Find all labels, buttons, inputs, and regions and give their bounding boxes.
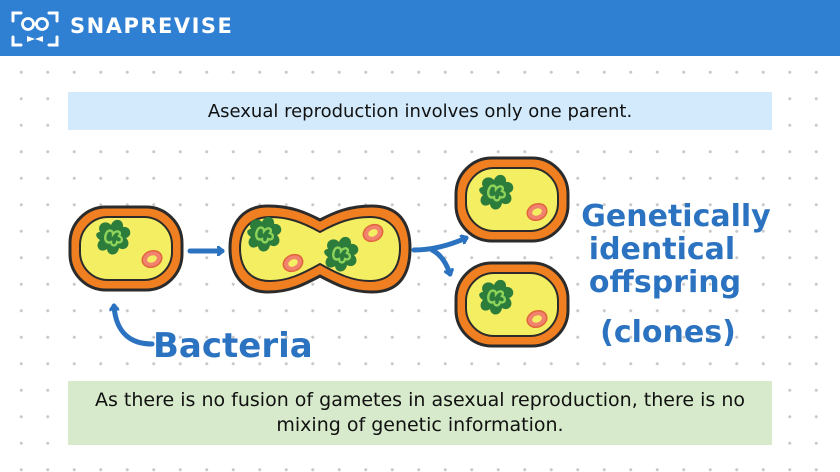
top-banner-text: Asexual reproduction involves only one p… [207,100,633,122]
bacterium-cell-1 [68,205,184,292]
bottom-banner-text: As there is no fusion of gametes in asex… [95,389,745,436]
offspring-line-1: Genetically [581,199,771,234]
bottom-banner: As there is no fusion of gametes in asex… [68,381,772,445]
offspring-line-4: (clones) [600,315,736,350]
offspring-label: Genetically identical offspring (clones) [581,199,771,350]
dividing-cell [228,204,412,294]
bacteria-pointer-arrow [114,303,155,347]
top-banner: Asexual reproduction involves only one p… [68,92,772,130]
daughter-cell-1 [454,156,570,243]
fork-arrow [411,238,469,277]
offspring-line-2: identical [589,232,735,267]
brand-name: SNAPREVISE [70,14,234,38]
header-bar: SNAPREVISE [0,0,840,56]
offspring-line-3: offspring [589,265,741,300]
robot-face-icon [11,11,59,47]
daughter-cell-2 [454,261,570,348]
bacteria-label: Bacteria [153,326,313,366]
